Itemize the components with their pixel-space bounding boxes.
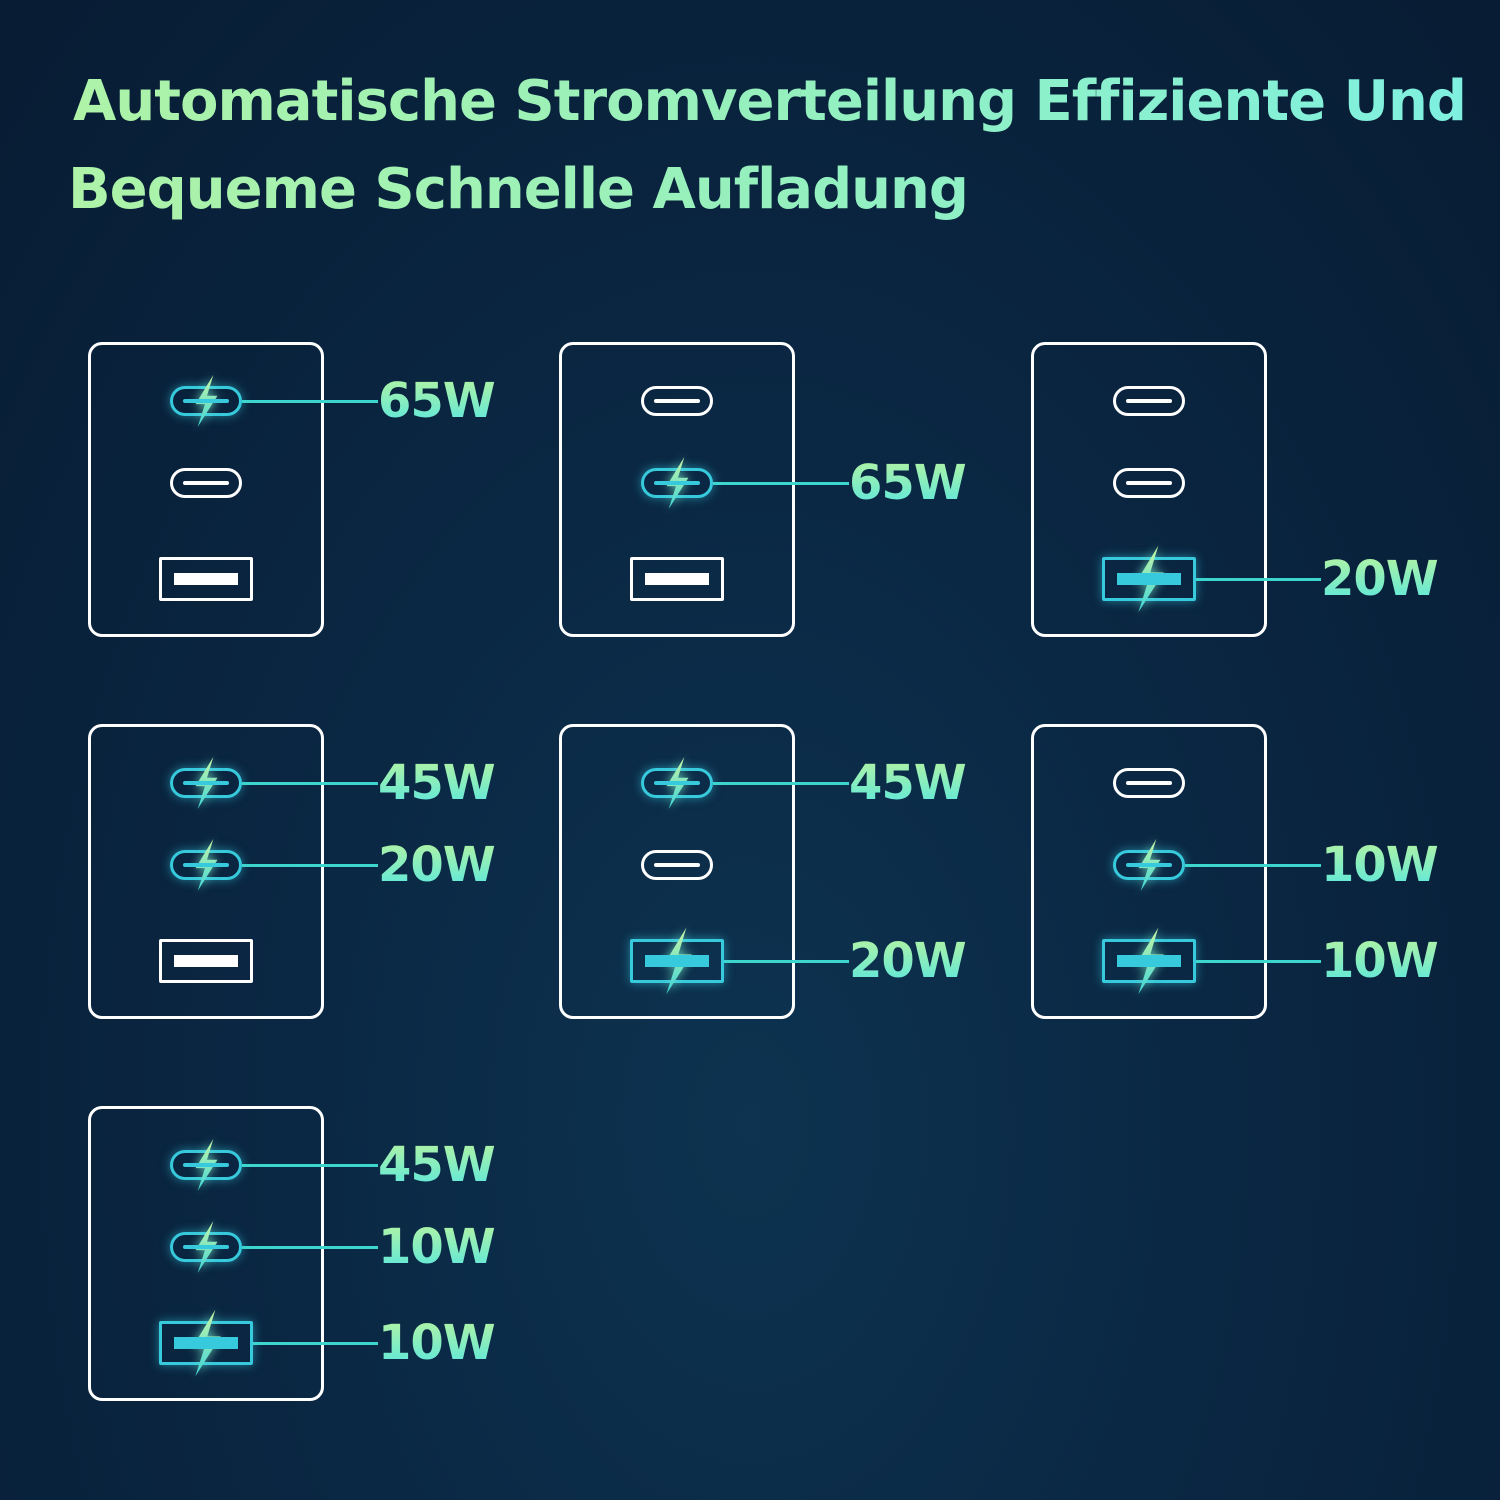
lightning-bolt-icon xyxy=(1135,545,1164,613)
usb-c-port-icon xyxy=(1113,386,1185,416)
usb-c-port-icon xyxy=(1113,468,1185,498)
wattage-label: 10W xyxy=(378,1315,496,1371)
title-line-1: Automatische Stromverteilung Effiziente … xyxy=(73,69,1467,134)
usb-a-port-icon xyxy=(159,939,253,983)
title-line-2: Bequeme Schnelle Aufladung xyxy=(68,157,968,222)
wattage-label: 45W xyxy=(849,755,967,811)
wattage-label: 45W xyxy=(378,755,496,811)
leader-line xyxy=(242,1246,378,1249)
lightning-bolt-icon xyxy=(1135,927,1164,995)
charger-config-3 xyxy=(1031,342,1267,637)
wattage-label: 65W xyxy=(849,455,967,511)
lightning-bolt-icon xyxy=(195,1221,218,1273)
charger-config-2 xyxy=(559,342,795,637)
lightning-bolt-icon xyxy=(192,1309,221,1377)
leader-line xyxy=(253,1342,378,1345)
usb-c-port-icon xyxy=(170,839,242,891)
wattage-label: 65W xyxy=(378,373,496,429)
leader-line xyxy=(242,782,378,785)
wattage-label: 10W xyxy=(1321,837,1439,893)
charger-config-1 xyxy=(88,342,324,637)
wattage-label: 45W xyxy=(378,1137,496,1193)
charger-config-4 xyxy=(88,724,324,1019)
usb-c-port-icon xyxy=(1113,839,1185,891)
wattage-label: 20W xyxy=(849,933,967,989)
leader-line xyxy=(1196,960,1321,963)
lightning-bolt-icon xyxy=(195,839,218,891)
usb-a-port-icon xyxy=(1102,545,1196,613)
usb-a-port-icon xyxy=(1102,927,1196,995)
leader-line xyxy=(713,782,849,785)
lightning-bolt-icon xyxy=(1138,839,1161,891)
lightning-bolt-icon xyxy=(663,927,692,995)
usb-c-port-icon xyxy=(641,386,713,416)
usb-a-port-icon xyxy=(630,557,724,601)
usb-a-port-icon xyxy=(159,557,253,601)
wattage-label: 10W xyxy=(378,1219,496,1275)
charger-config-5 xyxy=(559,724,795,1019)
usb-c-port-icon xyxy=(170,1221,242,1273)
lightning-bolt-icon xyxy=(666,757,689,809)
usb-a-port-icon xyxy=(159,1309,253,1377)
usb-c-port-icon xyxy=(1113,768,1185,798)
leader-line xyxy=(713,482,849,485)
leader-line xyxy=(1185,864,1321,867)
leader-line xyxy=(724,960,849,963)
usb-c-port-icon xyxy=(641,757,713,809)
usb-c-port-icon xyxy=(641,850,713,880)
charger-config-6 xyxy=(1031,724,1267,1019)
usb-c-port-icon xyxy=(170,468,242,498)
wattage-label: 20W xyxy=(378,837,496,893)
leader-line xyxy=(1196,578,1321,581)
usb-c-port-icon xyxy=(170,375,242,427)
leader-line xyxy=(242,864,378,867)
usb-c-port-icon xyxy=(170,757,242,809)
wattage-label: 20W xyxy=(1321,551,1439,607)
lightning-bolt-icon xyxy=(195,757,218,809)
lightning-bolt-icon xyxy=(195,375,218,427)
usb-c-port-icon xyxy=(170,1139,242,1191)
charger-config-7 xyxy=(88,1106,324,1401)
usb-a-port-icon xyxy=(630,927,724,995)
wattage-label: 10W xyxy=(1321,933,1439,989)
leader-line xyxy=(242,1164,378,1167)
page-title: Automatische Stromverteilung Effiziente … xyxy=(68,58,1468,234)
leader-line xyxy=(242,400,378,403)
usb-c-port-icon xyxy=(641,457,713,509)
lightning-bolt-icon xyxy=(195,1139,218,1191)
lightning-bolt-icon xyxy=(666,457,689,509)
